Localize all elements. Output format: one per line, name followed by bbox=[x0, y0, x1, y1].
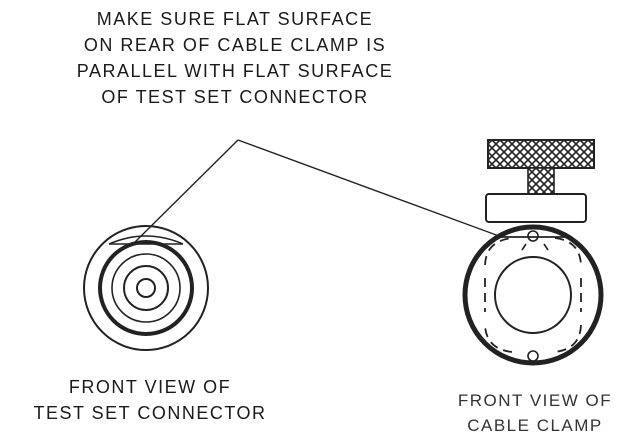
note-line-2: ON REAR OF CABLE CLAMP IS bbox=[83, 35, 387, 55]
instruction-note: MAKE SURE FLAT SURFACE ON REAR OF CABLE … bbox=[0, 6, 470, 110]
note-line-4: OF TEST SET CONNECTOR bbox=[101, 87, 369, 107]
label-clamp-line-2: CABLE CLAMP bbox=[467, 416, 603, 435]
clamp-bottom-screw bbox=[527, 350, 539, 362]
clamp-top-screw bbox=[527, 230, 539, 242]
clamp-bore bbox=[494, 256, 572, 334]
leader-lines bbox=[131, 139, 519, 246]
connector-flat-surface bbox=[108, 235, 184, 245]
connector-inner-ring bbox=[123, 265, 169, 311]
clamp-dashed-band bbox=[484, 237, 582, 353]
leader-to-clamp-flat bbox=[237, 139, 519, 244]
connector-pin bbox=[136, 278, 156, 298]
note-line-3: PARALLEL WITH FLAT SURFACE bbox=[76, 61, 394, 81]
leader-to-connector-flat bbox=[131, 139, 239, 246]
clamp-body-block bbox=[485, 193, 587, 223]
label-connector-line-2: TEST SET CONNECTOR bbox=[33, 403, 267, 423]
test-set-connector bbox=[83, 225, 209, 351]
clamp-knurled-knob bbox=[487, 139, 595, 169]
label-test-set-connector: FRONT VIEW OF TEST SET CONNECTOR bbox=[30, 374, 270, 426]
label-clamp-line-1: FRONT VIEW OF bbox=[457, 391, 613, 410]
cable-clamp bbox=[462, 139, 604, 366]
clamp-screw-shaft bbox=[527, 167, 555, 195]
connector-middle-ring bbox=[98, 240, 194, 336]
clamp-outer-ring bbox=[462, 224, 604, 366]
connector-outer-ring bbox=[83, 225, 209, 351]
label-connector-line-1: FRONT VIEW OF bbox=[68, 377, 232, 397]
note-line-1: MAKE SURE FLAT SURFACE bbox=[96, 9, 374, 29]
label-cable-clamp: FRONT VIEW OF CABLE CLAMP bbox=[446, 388, 624, 438]
